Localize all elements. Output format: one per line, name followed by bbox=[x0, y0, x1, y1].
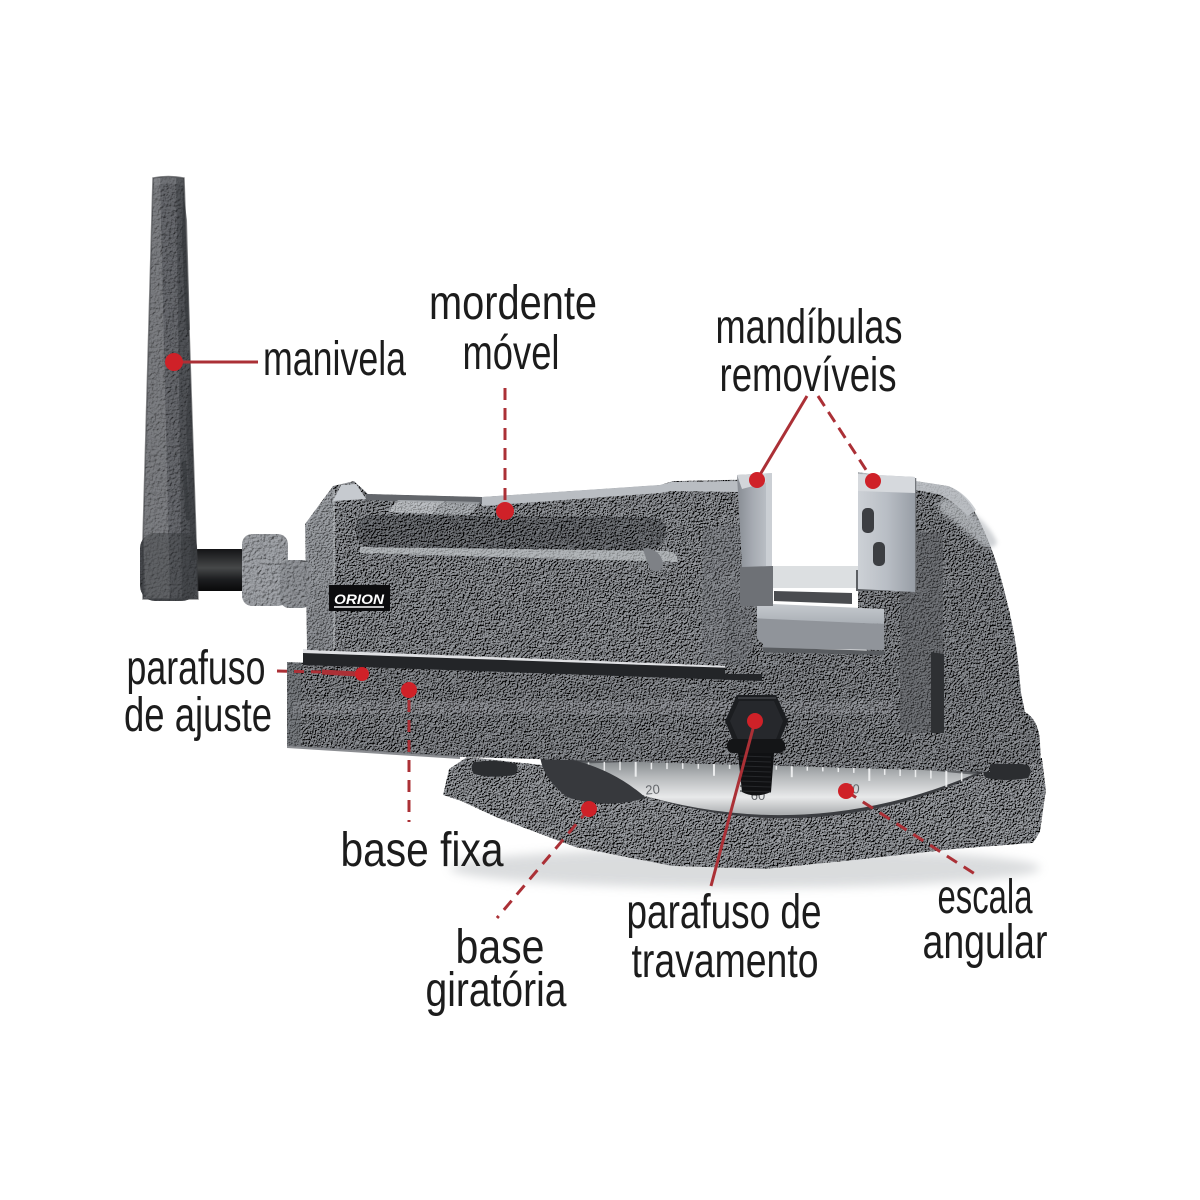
svg-text:manivela: manivela bbox=[263, 333, 406, 386]
svg-text:parafuso de: parafuso de bbox=[627, 886, 822, 939]
svg-text:parafuso: parafuso bbox=[127, 642, 266, 695]
svg-text:base: base bbox=[456, 921, 545, 974]
svg-text:base fixa: base fixa bbox=[341, 824, 504, 877]
svg-text:travamento: travamento bbox=[632, 935, 819, 988]
svg-text:20: 20 bbox=[645, 781, 661, 797]
svg-text:giratória: giratória bbox=[426, 964, 567, 1017]
svg-text:móvel: móvel bbox=[463, 327, 560, 380]
svg-text:escala: escala bbox=[938, 871, 1033, 924]
svg-text:removíveis: removíveis bbox=[720, 349, 897, 402]
svg-text:ORION: ORION bbox=[334, 591, 385, 607]
svg-text:de ajuste: de ajuste bbox=[124, 689, 272, 742]
svg-text:mandíbulas: mandíbulas bbox=[716, 301, 903, 354]
svg-text:angular: angular bbox=[923, 916, 1048, 969]
svg-text:mordente: mordente bbox=[429, 277, 597, 330]
